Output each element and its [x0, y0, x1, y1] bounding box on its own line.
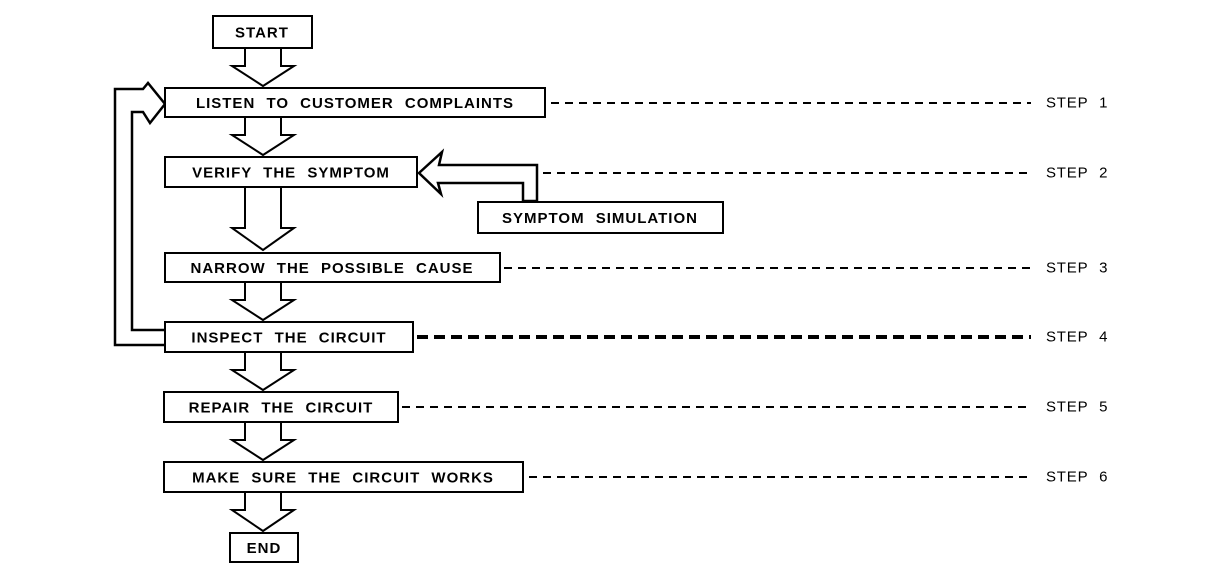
narrow-node-label: NARROW THE POSSIBLE CAUSE — [190, 260, 473, 277]
makesure-node-box — [163, 461, 524, 493]
end-node-label: END — [247, 540, 282, 557]
symptom-simulation-node-label: SYMPTOM SIMULATION — [502, 210, 698, 227]
start-node-label: START — [235, 25, 289, 42]
repair-node-label: REPAIR THE CIRCUIT — [189, 400, 374, 417]
start-node-box — [212, 15, 313, 49]
feedback-loop-arrow — [113, 81, 167, 347]
end-node-box — [229, 532, 299, 563]
listen-node-box — [164, 87, 546, 118]
step5-label: STEP 5 — [1046, 399, 1108, 416]
flow-arrow-inspect-to-repair — [228, 351, 298, 392]
inspect-node-label: INSPECT THE CIRCUIT — [191, 330, 386, 347]
flow-arrow-start-to-listen — [228, 47, 298, 88]
inspect-node-box — [164, 321, 414, 353]
symptom-simulation-node-box — [477, 201, 724, 234]
step6-label: STEP 6 — [1046, 469, 1108, 486]
flow-arrow-narrow-to-inspect — [228, 281, 298, 322]
makesure-node-label: MAKE SURE THE CIRCUIT WORKS — [192, 470, 494, 487]
step3-label: STEP 3 — [1046, 260, 1108, 277]
repair-node-box — [163, 391, 399, 423]
flow-arrow-listen-to-verify — [228, 116, 298, 157]
flow-arrow-verify-to-narrow — [228, 186, 298, 252]
flow-arrow-makesure-to-end — [228, 491, 298, 533]
verify-node-box — [164, 156, 418, 188]
narrow-node-box — [164, 252, 501, 283]
listen-node-label: LISTEN TO CUSTOMER COMPLAINTS — [196, 95, 514, 112]
step2-label: STEP 2 — [1046, 165, 1108, 182]
symptom-simulation-arrow — [417, 148, 539, 203]
verify-node-label: VERIFY THE SYMPTOM — [192, 165, 390, 182]
step4-label: STEP 4 — [1046, 329, 1108, 346]
flow-arrow-repair-to-makesure — [228, 421, 298, 462]
step1-label: STEP 1 — [1046, 95, 1108, 112]
